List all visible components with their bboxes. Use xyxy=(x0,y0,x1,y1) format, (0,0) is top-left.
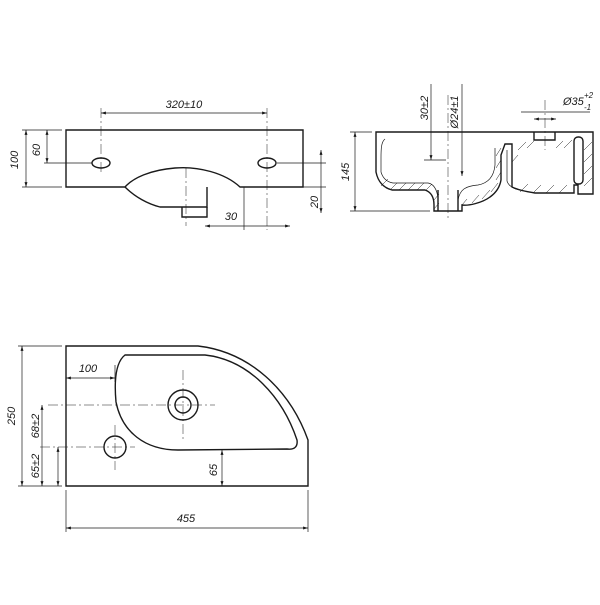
dim-front-height: 100 xyxy=(9,150,21,169)
dim-tap-tol-upper: +2 xyxy=(584,91,594,100)
side-tap-slot xyxy=(573,136,584,185)
side-outer-outline xyxy=(375,131,594,212)
dim-hole-height: 60 xyxy=(31,143,43,156)
dim-tap-diameter: Ø35 xyxy=(562,96,585,108)
dim-plan-drain-pos: 68±2 xyxy=(30,414,42,438)
dim-plan-rim: 65 xyxy=(208,463,220,476)
front-view-bowl-bottom xyxy=(124,186,208,208)
dim-offset-20: 20 xyxy=(309,195,321,209)
dim-plan-offset-100: 100 xyxy=(79,363,98,375)
dim-hole-spacing: 320±10 xyxy=(166,99,204,111)
dim-side-height: 145 xyxy=(340,162,352,181)
plan-bowl-outline xyxy=(114,354,298,451)
dim-plan-tap-pos: 65±2 xyxy=(30,454,42,478)
dim-side-depth: 30±2 xyxy=(419,96,431,120)
dim-plan-depth: 250 xyxy=(6,406,18,426)
front-view-outline xyxy=(65,129,304,188)
dim-tap-tol-lower: -1 xyxy=(584,103,591,112)
section-hatching xyxy=(380,139,593,210)
dim-drain-diameter: Ø24±1 xyxy=(449,96,461,130)
plan-outer-outline xyxy=(65,345,309,487)
dim-plan-width: 455 xyxy=(177,513,196,525)
plan-view: 100 250 68±2 65±2 65 455 xyxy=(6,345,309,532)
front-view: 320±10 100 60 30 20 xyxy=(9,99,326,230)
side-section-view: 145 30±2 Ø24±1 Ø35 +2 -1 xyxy=(340,84,594,218)
dim-offset-30: 30 xyxy=(225,211,238,223)
